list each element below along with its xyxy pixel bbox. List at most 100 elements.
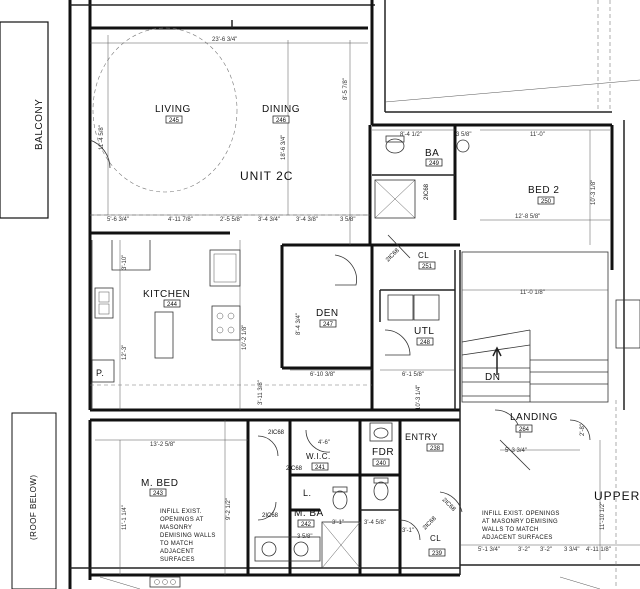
- unit-label: UNIT 2C: [240, 169, 293, 183]
- upper-label: UPPER: [594, 489, 640, 503]
- dim-bed2-w2: 12'-8 5/8": [515, 214, 540, 220]
- dim-utl-w: 6'-1 5/8": [402, 372, 424, 378]
- dim-row1-c: 2'-5 5/8": [220, 217, 242, 223]
- dim-wic-w: 4'-6": [318, 440, 330, 446]
- kitchen-fixtures: [91, 240, 241, 410]
- stair-dn: DN: [485, 372, 500, 383]
- balcony-area: BALCONY: [0, 21, 49, 219]
- stair: [461, 251, 609, 403]
- svg-text:SURFACES: SURFACES: [160, 557, 195, 563]
- bath-fixtures: [254, 135, 640, 569]
- svg-text:TO MATCH: TO MATCH: [160, 541, 193, 547]
- dim-kitchen-h: 12'-3": [122, 345, 128, 360]
- dim-dining-h: 18'-6 3/4": [281, 135, 287, 160]
- dim-mba-c: 3'-4 5/8": [364, 520, 386, 526]
- dim-row1-a: 5'-6 3/4": [107, 217, 129, 223]
- svg-text:ADJACENT: ADJACENT: [160, 549, 194, 555]
- exterior-walls: [68, 0, 640, 589]
- dim-bed2-h: 10'-3 1/8": [591, 180, 597, 205]
- dim-row1-f: 3 5/8": [340, 217, 355, 223]
- dim-bottom-c: 3'-2": [540, 547, 552, 553]
- room-dining-name: DINING: [262, 104, 300, 115]
- room-kitchen-name: KITCHEN: [143, 289, 190, 300]
- room-living-num: 245: [169, 118, 180, 124]
- svg-text:ADJACENT SURFACES: ADJACENT SURFACES: [482, 535, 553, 541]
- dim-right-v: 2'-8": [580, 424, 586, 436]
- dim-mba-d: 3'-1": [402, 528, 414, 534]
- room-den-name: DEN: [316, 308, 339, 319]
- door-tag: 2IC68: [268, 430, 285, 436]
- room-bed2-name: BED 2: [528, 185, 559, 196]
- dim-ba-w2: 3 5/8": [456, 132, 471, 138]
- door-tag: 2IC68: [286, 466, 303, 472]
- svg-text:INFILL EXIST.: INFILL EXIST.: [160, 509, 202, 515]
- room-mbed-name: M. BED: [141, 478, 178, 489]
- door-tag: 2IC68: [424, 183, 430, 200]
- room-pantry-name: P.: [96, 368, 104, 378]
- dim-entry-v: 10'-3 1/4": [416, 385, 422, 410]
- dim-ba-w: 8'-4 1/2": [400, 132, 422, 138]
- dim-dining-h2: 8'-5 7/8": [343, 78, 349, 100]
- room-den-num: 247: [323, 322, 334, 328]
- svg-text:AT MASONRY DEMISING: AT MASONRY DEMISING: [482, 519, 558, 525]
- room-landing-name: LANDING: [510, 412, 558, 423]
- room-linen-name: L.: [303, 488, 312, 498]
- dim-den-w: 6'-10 3/8": [310, 372, 335, 378]
- dim-bottom-e: 4'-11 1/8": [586, 547, 611, 553]
- dim-top: 23'-6 3/4": [212, 37, 237, 43]
- room-mba-num: 242: [301, 522, 312, 528]
- dim-mbed-v: 9'-2 1/2": [226, 498, 232, 520]
- room-fdr-name: FDR: [372, 447, 394, 458]
- doors: [89, 139, 591, 541]
- room-ba-num: 249: [429, 161, 440, 167]
- svg-text:DEMISING WALLS: DEMISING WALLS: [160, 533, 216, 539]
- dim-landing-v: 5'-3 3/4": [505, 448, 527, 454]
- dim-bed2-w: 11'-0": [530, 132, 545, 138]
- room-cl251-num: 251: [422, 264, 433, 270]
- room-wic-num: 241: [315, 465, 326, 471]
- svg-text:OPENINGS AT: OPENINGS AT: [160, 517, 204, 523]
- dim-living-h: 11'-4 5/8": [99, 125, 105, 150]
- room-cl239-num: 239: [432, 551, 443, 557]
- dim-den-h: 8'-4 3/4": [296, 313, 302, 335]
- living-rug-outline: [92, 27, 238, 193]
- note-left: INFILL EXIST. OPENINGS AT MASONRY DEMISI…: [160, 509, 216, 563]
- room-labels: LIVING 245 DINING 246 UNIT 2C BA 249 BED…: [96, 104, 640, 557]
- dim-mba-a: 3'-1": [332, 520, 344, 526]
- balcony-label: BALCONY: [34, 99, 45, 150]
- dim-kitchen-v2: 10'-2 1/8": [242, 325, 248, 350]
- roof-below-area: (ROOF BELOW): [11, 412, 57, 589]
- dimension-text: 23'-6 3/4" 11'-4 5/8" 18'-6 3/4" 8'-5 7/…: [99, 37, 611, 553]
- room-entry-num: 238: [430, 446, 441, 452]
- dim-bottom-d: 3 3/4": [564, 547, 579, 553]
- room-dining-num: 246: [276, 118, 287, 124]
- bottom-fixtures: [99, 576, 601, 589]
- svg-text:MASONRY: MASONRY: [160, 525, 192, 531]
- dimension-lines: [90, 35, 640, 575]
- room-cl239-name: CL: [430, 534, 441, 543]
- door-tag: 2IC68: [441, 497, 457, 513]
- room-cl251-name: CL: [418, 251, 429, 260]
- room-entry-name: ENTRY: [405, 432, 438, 442]
- dim-row1-b: 4'-11 7/8": [168, 217, 193, 223]
- svg-text:WALLS TO MATCH: WALLS TO MATCH: [482, 527, 539, 533]
- room-ba-name: BA: [425, 148, 439, 159]
- room-utl-num: 248: [420, 340, 431, 346]
- room-living-name: LIVING: [155, 104, 191, 115]
- room-wic-name: W.I.C.: [306, 452, 331, 461]
- note-right: INFILL EXIST. OPENINGS AT MASONRY DEMISI…: [482, 511, 560, 541]
- dim-bottom-a: 5'-1 3/4": [478, 547, 500, 553]
- dim-mba-b: 3 5/8": [297, 534, 312, 540]
- dim-bottom-b: 3'-2": [518, 547, 530, 553]
- room-kitchen-num: 244: [167, 302, 178, 308]
- dim-landing-h: 11'-10 1/2": [600, 502, 606, 530]
- door-tag: 2IC68: [385, 247, 401, 263]
- dim-stair-v: 3'-11 3/8": [258, 380, 264, 405]
- svg-text:INFILL EXIST. OPENINGS: INFILL EXIST. OPENINGS: [482, 511, 560, 517]
- dim-row1-e: 3'-4 3/8": [296, 217, 318, 223]
- room-bed2-num: 250: [541, 199, 552, 205]
- dim-mbed-h: 11'-1 1/4": [122, 505, 128, 530]
- room-mba-name: M. BA: [294, 508, 324, 519]
- door-tag: 2IC68: [262, 513, 279, 519]
